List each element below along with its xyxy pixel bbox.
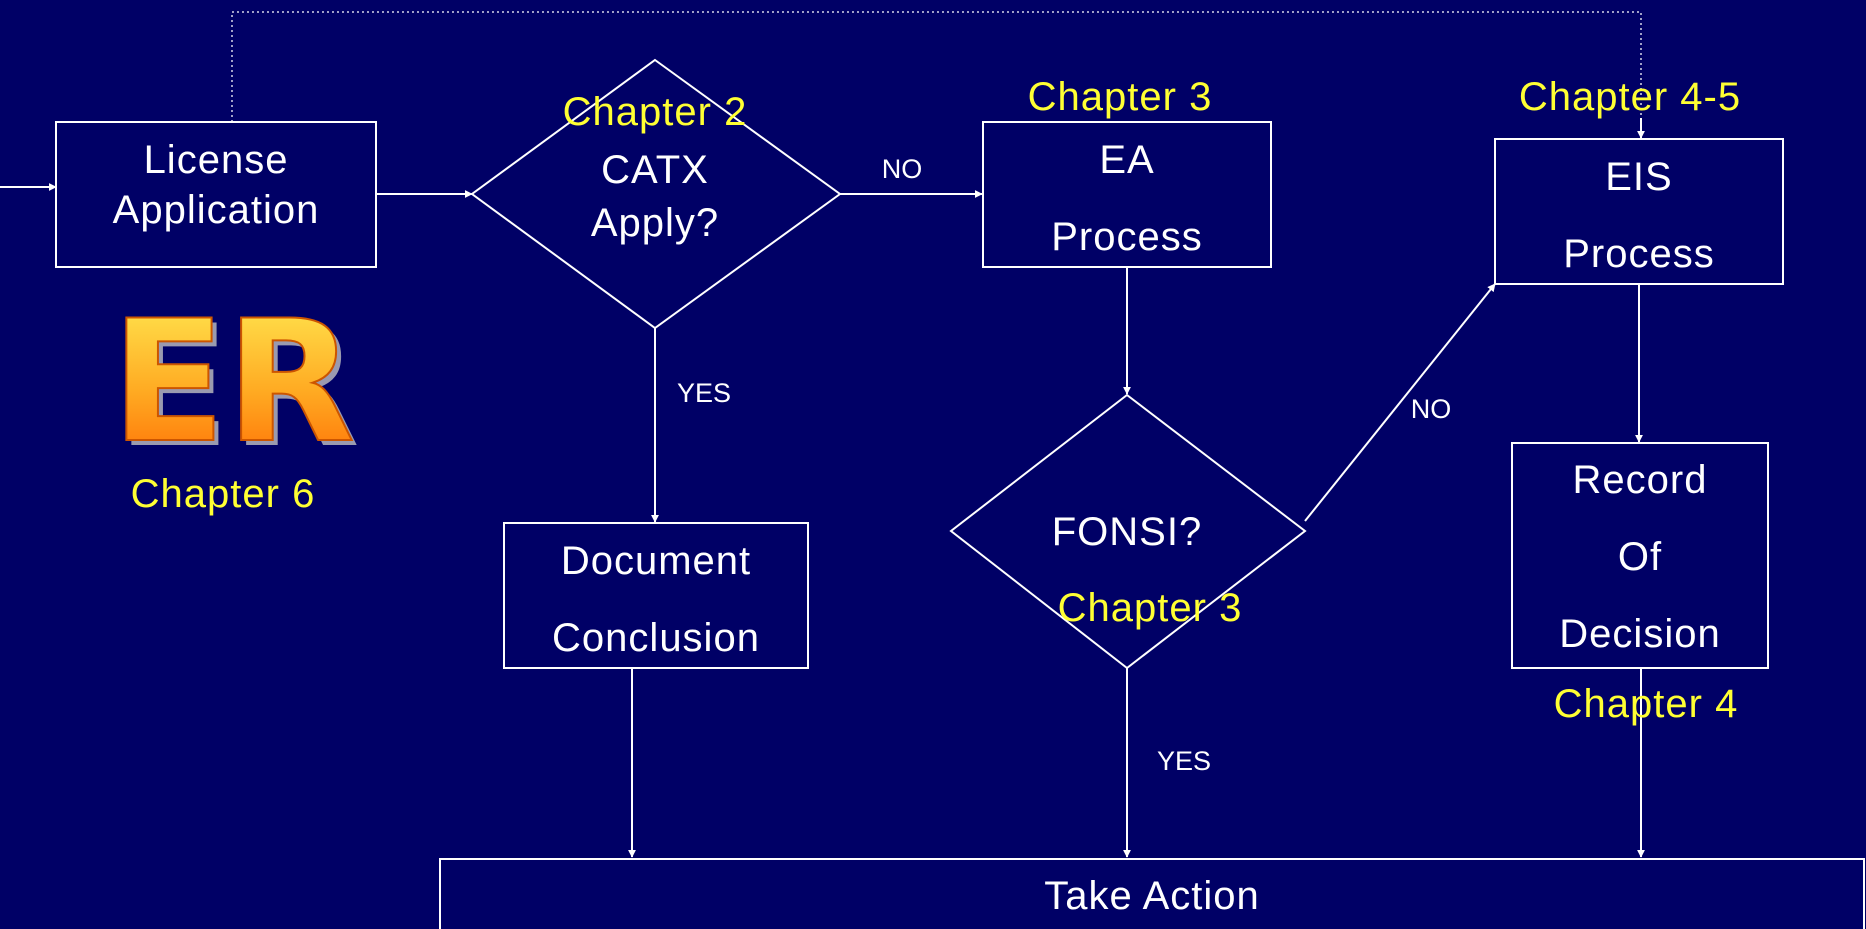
chapter-label-er: Chapter 6	[131, 472, 316, 516]
record-label-line2: Of	[1618, 535, 1662, 579]
eis-label-line2: Process	[1563, 232, 1715, 276]
ea-label-line2: Process	[1051, 215, 1203, 259]
catx-label-line1: CATX	[601, 148, 709, 192]
ea-process-box: EA Process	[982, 121, 1272, 268]
feedback-dotted-line	[231, 11, 1642, 138]
take-action-label: Take Action	[1044, 874, 1260, 918]
document-conclusion-box: Document Conclusion	[503, 522, 809, 669]
record-label-line1: Record	[1573, 458, 1708, 502]
catx-no-label: NO	[882, 154, 923, 184]
catx-decision: CATX Apply?	[470, 58, 842, 330]
er-logo: ER ER	[110, 283, 360, 485]
fonsi-yes-label: YES	[1157, 746, 1211, 776]
chapter-label-record: Chapter 4	[1554, 682, 1739, 726]
document-label-line1: Document	[561, 539, 751, 583]
er-logo-shadow: ER	[116, 289, 360, 485]
chapter-label-eis: Chapter 4-5	[1519, 75, 1741, 119]
chapter-label-ea: Chapter 3	[1028, 75, 1213, 119]
document-label-line2: Conclusion	[552, 616, 760, 660]
record-of-decision-box: Record Of Decision	[1511, 442, 1769, 669]
record-label-line3: Decision	[1559, 612, 1720, 656]
license-label-line2: Application	[113, 188, 320, 232]
ea-label-line1: EA	[1099, 138, 1154, 182]
chapter-label-catx: Chapter 2	[563, 90, 748, 134]
fonsi-no-arrow	[1304, 283, 1496, 522]
fonsi-label: FONSI?	[1052, 510, 1202, 554]
license-application-box: License Application	[55, 121, 377, 268]
catx-label-line2: Apply?	[591, 201, 719, 245]
er-logo-text: ER	[111, 284, 355, 480]
catx-yes-label: YES	[677, 378, 731, 408]
license-label-line1: License	[144, 138, 289, 182]
take-action-box: Take Action	[439, 858, 1865, 929]
eis-label-line1: EIS	[1605, 155, 1672, 199]
eis-process-box: EIS Process	[1494, 138, 1784, 285]
chapter-label-fonsi: Chapter 3	[1058, 586, 1243, 630]
fonsi-no-label: NO	[1411, 394, 1452, 424]
fonsi-decision: FONSI?	[949, 393, 1307, 670]
